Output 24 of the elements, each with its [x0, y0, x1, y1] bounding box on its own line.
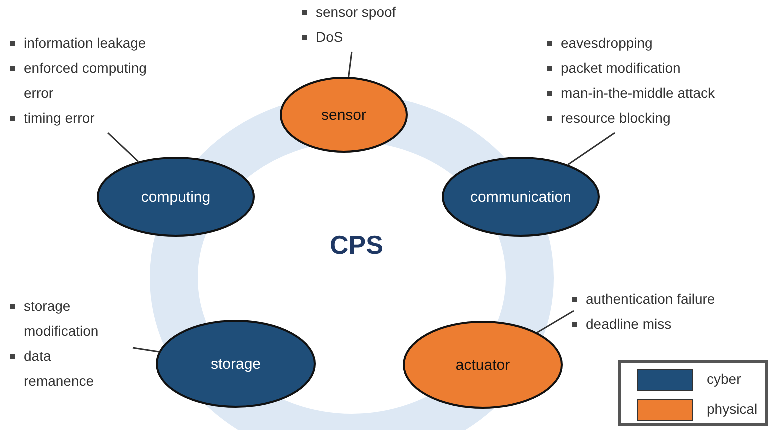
component-label: communication [470, 188, 572, 206]
threat-item: timing error [8, 106, 158, 131]
leader-line [107, 132, 140, 162]
threat-item: information leakage [8, 31, 158, 56]
legend-label: physical [707, 401, 758, 417]
legend-label: cyber [707, 371, 742, 387]
threat-item: authentication failure [570, 287, 770, 312]
leader-line [537, 310, 574, 334]
component-label: actuator [456, 356, 510, 374]
leader-line [348, 52, 353, 78]
threat-item: resource blocking [545, 106, 769, 131]
threat-item: man-in-the-middle attack [545, 81, 769, 106]
component-label: storage [210, 356, 262, 372]
component-label: computing [141, 188, 211, 206]
center-title: CPS [330, 230, 384, 261]
component-label: sensor [321, 106, 367, 124]
threat-item: DoS [300, 25, 410, 50]
threat-item: deadline miss [570, 312, 770, 337]
leader-line [132, 347, 160, 353]
threat-item: data remanence [8, 344, 116, 394]
leader-line [568, 132, 616, 166]
threat-item: packet modification [545, 56, 769, 81]
threat-item: eavesdropping [545, 31, 769, 56]
threat-item: sensor spoof [300, 0, 410, 25]
